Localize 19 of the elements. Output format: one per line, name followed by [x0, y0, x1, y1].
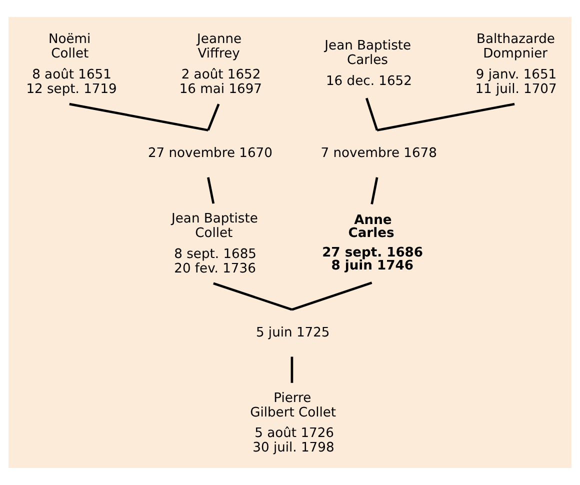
node-text: Balthazarde Dompnier 9 janv. 1651 11 juil. 1707 — [475, 32, 557, 97]
connector — [376, 102, 515, 132]
connector — [69, 102, 208, 132]
connector — [213, 282, 292, 311]
connector — [370, 177, 378, 204]
connector — [207, 177, 215, 204]
node-text: 7 novembre 1678 — [320, 146, 437, 162]
connector — [207, 104, 220, 131]
connector — [365, 98, 378, 131]
connector — [292, 282, 372, 311]
node-text: Jean Baptiste Collet 8 sept. 1685 20 fev. 1736 — [172, 212, 258, 276]
node-text: Pierre Gilbert Collet 5 août 1726 30 juil. 1798 — [250, 390, 336, 456]
connector — [290, 356, 294, 383]
node-text: 5 juin 1725 — [256, 325, 330, 340]
node-text: Anne Carles 27 sept. 1686 8 juin 1746 — [322, 212, 424, 274]
node-text: Jeanne Viffrey 2 août 1652 16 mai 1697 — [179, 32, 262, 97]
node-text: Jean Baptiste Carles 16 dec. 1652 — [324, 38, 412, 90]
node-text: Noëmi Collet 8 août 1651 12 sept. 1719 — [26, 32, 117, 97]
node-text: 27 novembre 1670 — [148, 146, 272, 162]
